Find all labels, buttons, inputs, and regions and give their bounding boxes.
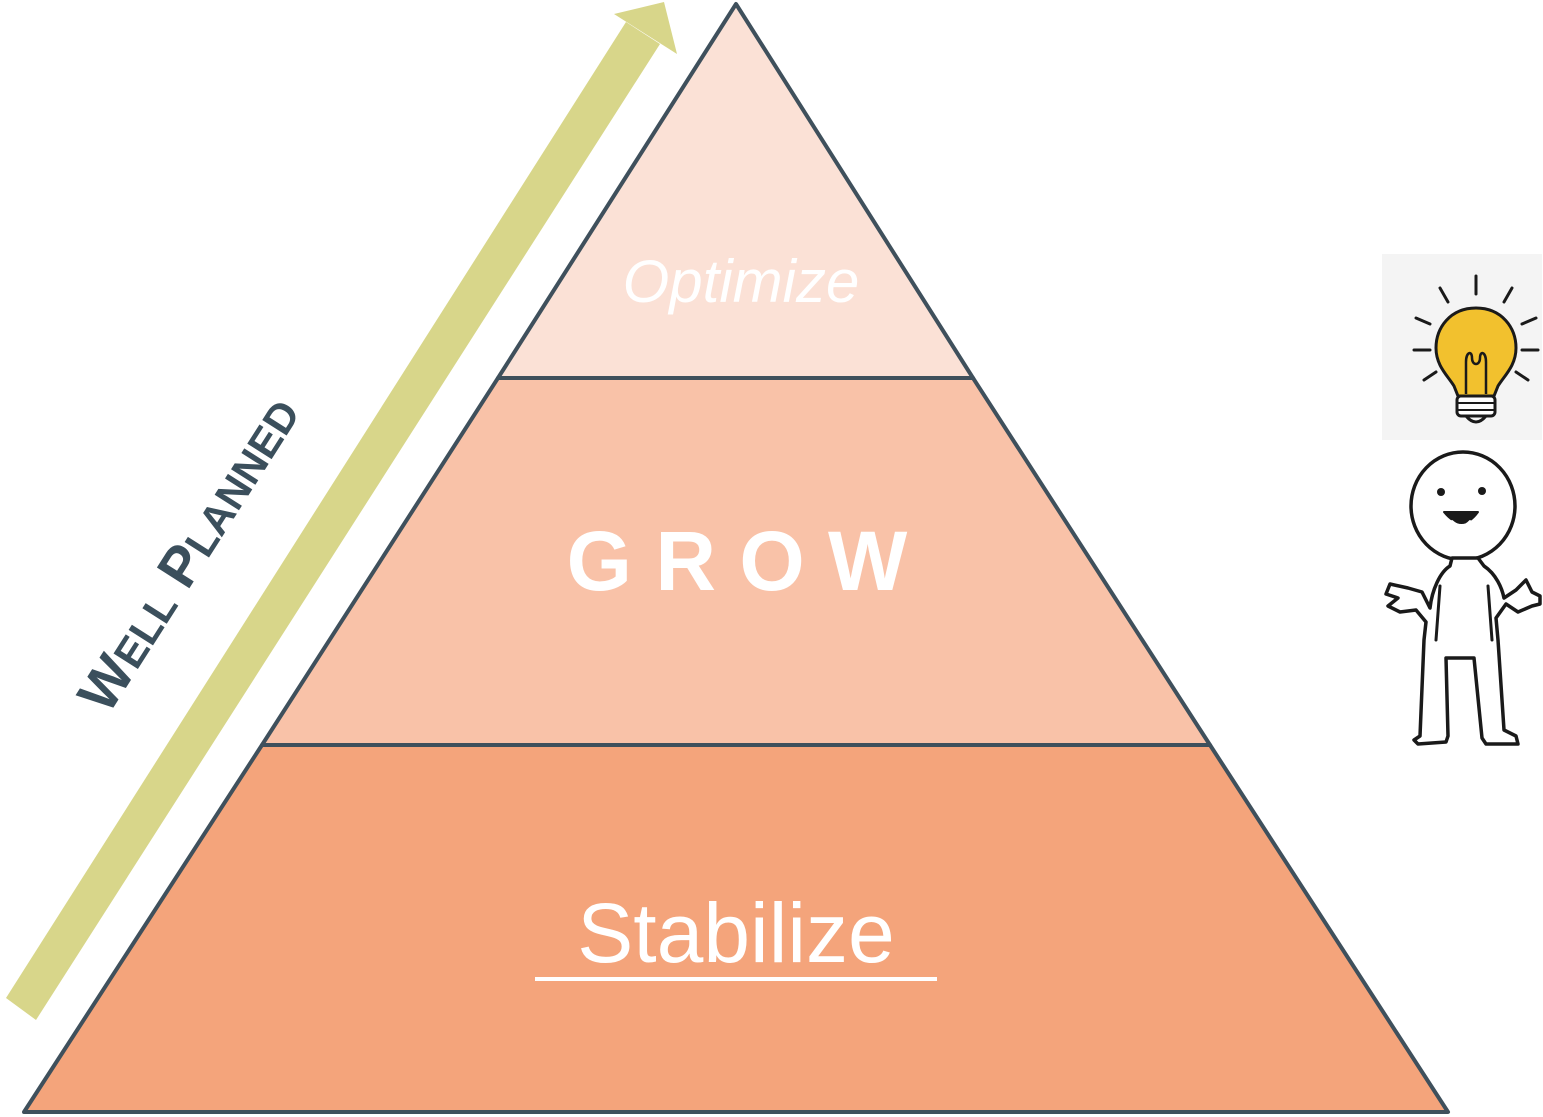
stick-figure-icon	[1384, 450, 1542, 746]
lightbulb-base	[1455, 394, 1497, 418]
tier-label-stabilize: Stabilize	[577, 886, 895, 980]
lightbulb-rays	[1412, 274, 1540, 382]
lightbulb-tip	[1464, 414, 1488, 424]
arrow-label-lanned: LANNED	[175, 392, 309, 565]
arrow-shaft	[6, 22, 660, 1020]
stick-figure-body	[1384, 556, 1542, 746]
pyramid-tier-optimize	[496, 2, 975, 380]
pyramid	[22, 2, 1450, 1114]
stick-figure-head	[1409, 450, 1517, 562]
stick-figure-eye-right	[1478, 487, 1486, 495]
stick-figure-eye-left	[1437, 488, 1445, 496]
tier-label-grow: G R O W	[567, 514, 908, 608]
arrow-head	[614, 2, 677, 54]
lightbulb-filament	[1464, 351, 1488, 394]
lightbulb-icon	[1382, 254, 1542, 440]
arrow-label: WELL PLANNED	[65, 385, 312, 723]
tier-label-optimize: Optimize	[623, 248, 860, 315]
well-planned-arrow	[6, 2, 677, 1020]
